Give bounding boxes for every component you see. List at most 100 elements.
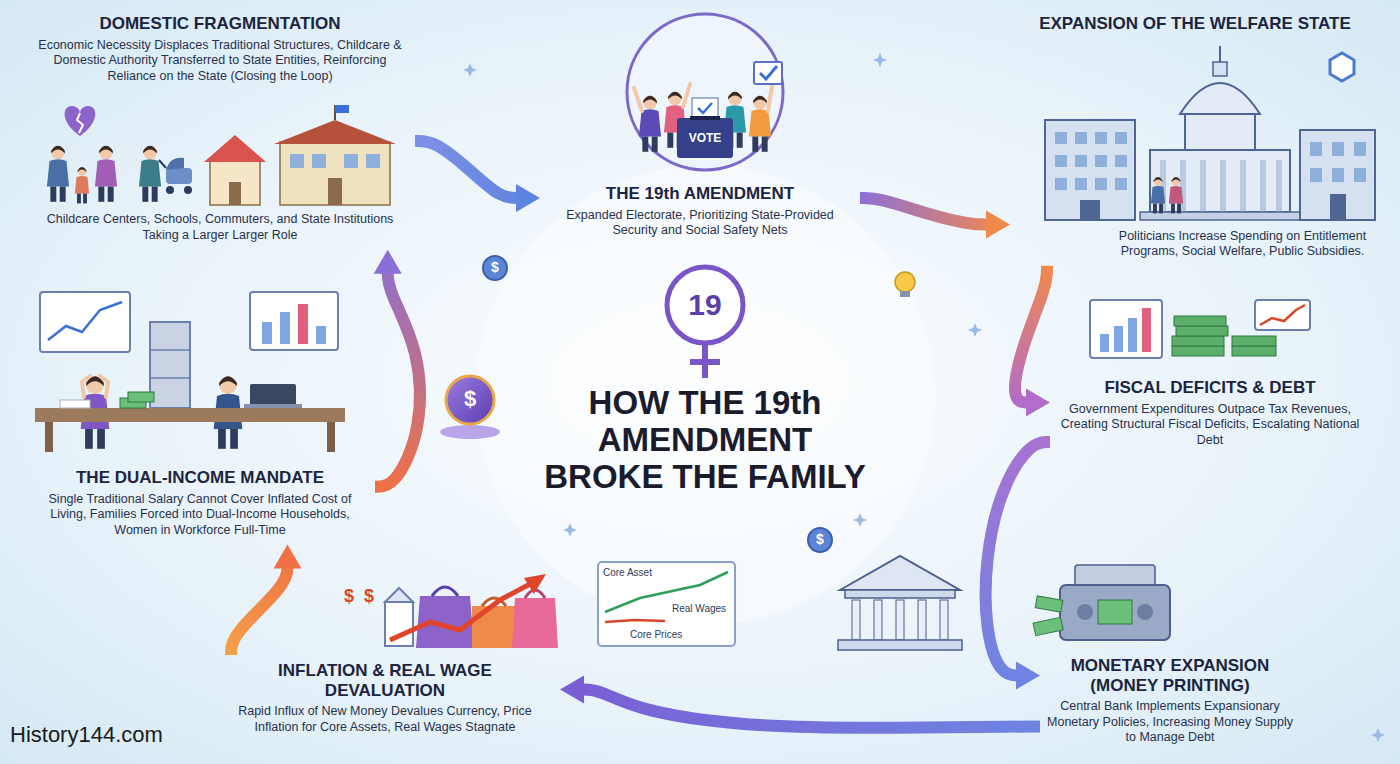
domestic-illustration bbox=[77, 113, 83, 133]
sparkles bbox=[563, 523, 577, 537]
arrow-head bbox=[1026, 388, 1050, 416]
domestic-illustration bbox=[166, 186, 174, 194]
inflation-illustration bbox=[385, 602, 413, 646]
government-buildings-illustration bbox=[1354, 142, 1366, 156]
inflation-illustration bbox=[385, 562, 735, 648]
voting-illustration bbox=[768, 86, 772, 111]
arrow-shaft bbox=[231, 564, 288, 655]
bank-and-printer-illustration bbox=[840, 556, 960, 590]
lightbulb-icon bbox=[900, 291, 910, 297]
voting-illustration bbox=[683, 84, 690, 107]
sparkles bbox=[463, 63, 477, 77]
dual-income-illustration bbox=[35, 292, 345, 452]
fiscal-debt-illustration bbox=[1090, 300, 1162, 358]
government-buildings-illustration bbox=[1115, 155, 1127, 167]
government-buildings-illustration bbox=[1200, 160, 1206, 212]
bank-and-printer-illustration bbox=[808, 528, 832, 552]
arrow-shaft bbox=[580, 690, 1040, 728]
dual-income-illustration bbox=[82, 376, 90, 397]
cycle-stage: DOMESTIC FRAGMENTATIONEconomic Necessity… bbox=[25, 8, 415, 250]
government-buildings-illustration bbox=[1151, 177, 1165, 213]
domestic-illustration bbox=[366, 154, 380, 168]
price-symbol: $ bbox=[338, 586, 360, 608]
fiscal-debt-illustration bbox=[1176, 326, 1228, 336]
voting-illustration bbox=[634, 88, 642, 111]
government-buildings-illustration bbox=[1075, 155, 1087, 167]
dual-income-illustration bbox=[48, 302, 122, 340]
domestic-illustration bbox=[184, 186, 192, 194]
bank-and-printer-illustration bbox=[918, 600, 926, 640]
government-buildings-illustration bbox=[1220, 160, 1226, 212]
government-buildings-illustration bbox=[1332, 142, 1344, 156]
cycle-arrow bbox=[1015, 266, 1050, 417]
emblem-number: 19 bbox=[655, 287, 755, 323]
voting-illustration bbox=[690, 116, 720, 120]
stage-description: Government Expenditures Outpace Tax Reve… bbox=[1056, 402, 1364, 449]
voting-illustration bbox=[698, 103, 712, 113]
inflation-illustration bbox=[385, 588, 413, 602]
inflation-illustration bbox=[472, 606, 516, 648]
stage-description: Rapid Influx of New Money Devalues Curre… bbox=[216, 704, 554, 735]
sparkles bbox=[463, 53, 1385, 742]
arrow-head bbox=[516, 184, 540, 212]
arrow-head bbox=[1016, 661, 1040, 689]
sparkles bbox=[853, 513, 867, 527]
domestic-illustration bbox=[229, 182, 241, 205]
government-buildings-illustration bbox=[1213, 62, 1227, 76]
cycle-stage: EXPANSION OF THE WELFARE STATEPolitician… bbox=[1010, 8, 1380, 266]
government-buildings-illustration bbox=[1055, 132, 1067, 144]
government-buildings-illustration bbox=[1169, 177, 1183, 213]
chart-label: Real Wages bbox=[672, 603, 726, 615]
fiscal-debt-illustration bbox=[1232, 346, 1276, 356]
lightbulb-icon bbox=[895, 272, 915, 297]
arrow-head bbox=[560, 676, 584, 704]
inflation-illustration bbox=[432, 587, 458, 596]
government-buildings-illustration bbox=[1055, 178, 1067, 190]
government-buildings-illustration bbox=[1095, 155, 1107, 167]
dual-income-illustration bbox=[150, 349, 190, 351]
government-buildings-illustration bbox=[1185, 112, 1255, 150]
domestic-illustration bbox=[75, 167, 89, 203]
dual-income-illustration bbox=[280, 312, 290, 344]
arrow-shaft bbox=[860, 198, 990, 225]
government-buildings-illustration bbox=[1310, 142, 1322, 156]
government-buildings-illustration bbox=[1075, 178, 1087, 190]
coins bbox=[446, 376, 494, 424]
stage-description: Politicians Increase Spending on Entitle… bbox=[1111, 229, 1374, 260]
domestic-illustration bbox=[47, 146, 69, 202]
cycle-arrow bbox=[560, 676, 1040, 728]
cycle-stage: INFLATION & REAL WAGE DEVALUATIONRapid I… bbox=[210, 655, 560, 741]
government-buildings-illustration bbox=[1310, 168, 1322, 182]
fiscal-debt-illustration bbox=[1172, 346, 1224, 356]
dual-income-illustration bbox=[298, 304, 308, 344]
sparkles bbox=[1371, 728, 1385, 742]
government-buildings-illustration bbox=[1045, 46, 1375, 220]
price-symbol: $ bbox=[358, 586, 380, 608]
cycle-arrow bbox=[415, 141, 540, 212]
stage-heading: THE 19th AMENDMENT bbox=[546, 184, 854, 204]
bank-and-printer-illustration bbox=[1060, 585, 1170, 640]
inflation-illustration bbox=[598, 562, 735, 646]
sparkles bbox=[968, 323, 982, 337]
coin-symbol: $ bbox=[483, 259, 507, 276]
fiscal-debt-illustration bbox=[1128, 318, 1137, 352]
domestic-illustration bbox=[65, 106, 96, 136]
bank-and-printer-illustration bbox=[1075, 565, 1155, 587]
bank-and-printer-illustration bbox=[874, 600, 882, 640]
bank-and-printer-illustration bbox=[1035, 596, 1063, 612]
dual-income-illustration bbox=[327, 422, 335, 452]
fiscal-debt-illustration bbox=[1255, 300, 1310, 330]
dual-income-illustration bbox=[244, 404, 302, 408]
government-buildings-illustration bbox=[1332, 168, 1344, 182]
voting-illustration bbox=[627, 14, 783, 170]
stage-heading: THE DUAL-INCOME MANDATE bbox=[31, 468, 369, 488]
cycle-stage: MONETARY EXPANSION (MONEY PRINTING)Centr… bbox=[1040, 650, 1300, 752]
domestic-illustration bbox=[139, 146, 161, 202]
domestic-illustration bbox=[210, 160, 260, 205]
dual-income-illustration bbox=[150, 377, 190, 379]
inflation-illustration bbox=[512, 598, 558, 648]
stage-heading: FISCAL DEFICITS & DEBT bbox=[1056, 378, 1364, 398]
fiscal-debt-illustration bbox=[1232, 336, 1276, 346]
government-buildings-illustration bbox=[1140, 212, 1300, 220]
